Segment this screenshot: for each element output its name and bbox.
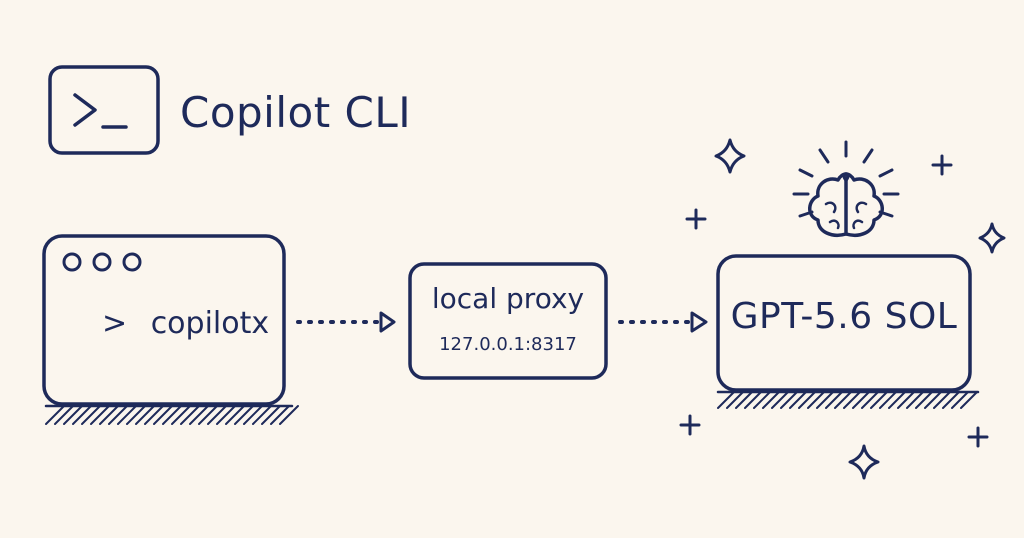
shadow-hatch	[716, 390, 980, 409]
hatch-line	[162, 405, 182, 425]
dotted-arrow-2	[618, 311, 708, 333]
hatch-line	[270, 405, 290, 425]
hatch-line	[72, 405, 92, 425]
plus-icon	[685, 208, 707, 230]
hatch-line	[252, 405, 272, 425]
proxy-address: 127.0.0.1:8317	[439, 334, 577, 355]
hatch-line	[879, 391, 897, 409]
hatch-line	[189, 405, 209, 425]
plus-icon	[679, 414, 701, 436]
hatch-line	[951, 391, 969, 409]
hatch-line	[807, 391, 825, 409]
command-text: copilotx	[150, 306, 270, 341]
hatch-line	[90, 405, 110, 425]
hatch-line	[717, 391, 735, 409]
dotted-arrow-1	[296, 311, 396, 333]
hatch-line	[108, 405, 128, 425]
plus-icon	[967, 426, 989, 448]
shadow-hatch	[44, 404, 299, 425]
hatch-line	[54, 405, 74, 425]
hatch-line	[861, 391, 879, 409]
hatch-line	[135, 405, 155, 425]
hatch-line	[726, 391, 744, 409]
hatch-line	[933, 391, 951, 409]
terminal-window	[42, 234, 299, 425]
hatch-line	[144, 405, 164, 425]
hatch-line	[825, 391, 843, 409]
proxy-box	[408, 262, 608, 380]
hatch-line	[897, 391, 915, 409]
hatch-line	[771, 391, 789, 409]
hatch-line	[180, 405, 200, 425]
hatch-line	[852, 391, 870, 409]
hatch-line	[942, 391, 960, 409]
sparkle-icon	[714, 138, 746, 174]
hatch-line	[843, 391, 861, 409]
hatch-line	[744, 391, 762, 409]
hatch-line	[870, 391, 888, 409]
hatch-line	[789, 391, 807, 409]
hatch-line	[117, 405, 137, 425]
hatch-line	[225, 405, 245, 425]
hatch-line	[960, 391, 978, 409]
terminal-icon	[48, 65, 160, 155]
sparkle-icon	[848, 444, 880, 480]
hatch-line	[906, 391, 924, 409]
hatch-line	[279, 405, 299, 425]
hatch-line	[753, 391, 771, 409]
hatch-line	[735, 391, 753, 409]
hatch-line	[834, 391, 852, 409]
terminal-command: > copilotx	[102, 306, 269, 341]
hatch-line	[888, 391, 906, 409]
hatch-line	[126, 405, 146, 425]
hatch-line	[762, 391, 780, 409]
hatch-line	[63, 405, 83, 425]
hatch-line	[216, 405, 236, 425]
hatch-line	[99, 405, 119, 425]
model-box	[716, 254, 980, 409]
hatch-line	[45, 405, 65, 425]
hatch-line	[153, 405, 173, 425]
plus-icon	[931, 154, 953, 176]
model-name: GPT-5.6 SOL	[730, 296, 958, 337]
hatch-line	[261, 405, 281, 425]
hatch-line	[207, 405, 227, 425]
hatch-line	[234, 405, 254, 425]
brain-icon	[808, 172, 884, 237]
hatch-line	[243, 405, 263, 425]
hatch-line	[924, 391, 942, 409]
hatch-line	[798, 391, 816, 409]
brain-rays	[792, 140, 900, 218]
proxy-title: local proxy	[431, 282, 585, 315]
hatch-line	[81, 405, 101, 425]
hatch-line	[780, 391, 798, 409]
hatch-line	[171, 405, 191, 425]
hatch-line	[915, 391, 933, 409]
hatch-line	[816, 391, 834, 409]
app-title: Copilot CLI	[180, 88, 412, 137]
prompt-symbol: >	[102, 306, 128, 341]
hatch-line	[198, 405, 218, 425]
sparkle-icon	[978, 222, 1006, 254]
